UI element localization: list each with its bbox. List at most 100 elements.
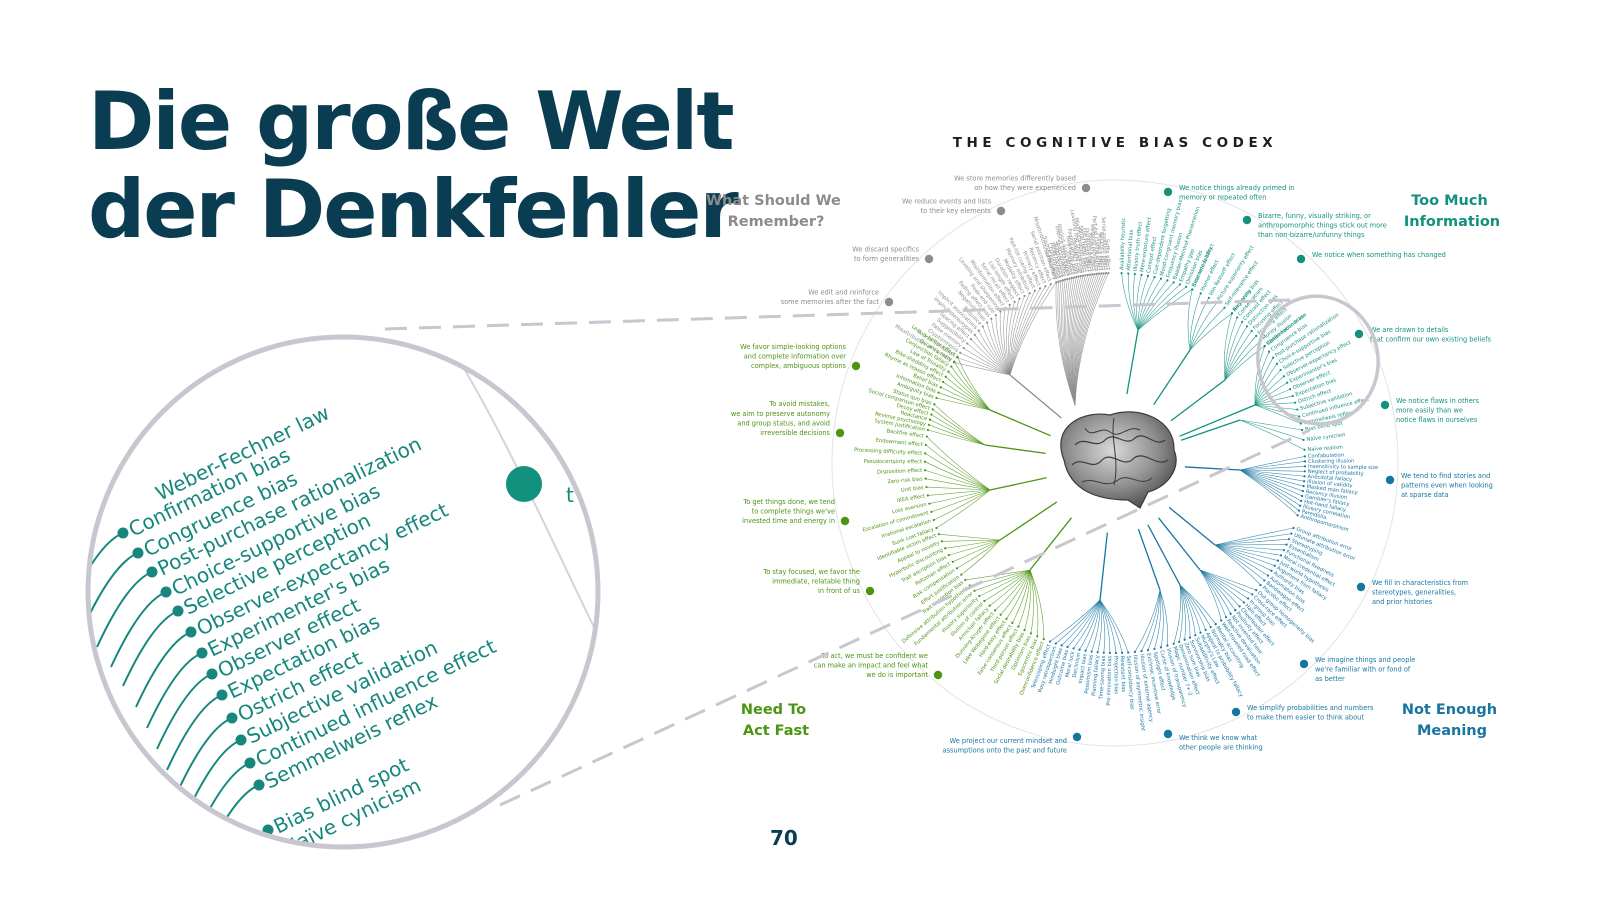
annotation-line: patterns even when looking xyxy=(1401,482,1493,490)
branch-twig xyxy=(1224,345,1265,381)
leaf-dot xyxy=(1102,272,1105,275)
leaf-dot xyxy=(1011,621,1014,624)
leaf-dot xyxy=(1300,499,1303,502)
annotation-line: We fill in characteristics from xyxy=(1372,579,1468,587)
branch-twig xyxy=(1179,584,1216,625)
branch-twig xyxy=(1137,284,1181,331)
branch-twig xyxy=(1074,272,1109,406)
branch-twig xyxy=(1009,286,1046,376)
leaf-dot xyxy=(1301,494,1304,498)
branch-twig xyxy=(986,322,1011,376)
leaf-dot xyxy=(1153,276,1156,279)
leaf-dot xyxy=(937,391,940,394)
leaf-dot xyxy=(969,338,973,341)
annotation-line: We notice things already primed in xyxy=(1179,184,1294,192)
branch-twig xyxy=(1214,533,1292,546)
leaf-dot xyxy=(1276,559,1280,562)
leaf-dot xyxy=(999,613,1002,616)
leaf-dot xyxy=(1054,642,1057,645)
leaf-dot xyxy=(1078,648,1081,651)
bias-leaf-label: Zero-risk bias xyxy=(887,476,923,485)
branch-twig xyxy=(1239,456,1305,471)
branch-twig xyxy=(1214,544,1279,561)
leaf-dot xyxy=(926,428,929,432)
leaf-dot xyxy=(1166,279,1169,282)
leaf-dot xyxy=(1038,287,1042,290)
category-dot xyxy=(1163,187,1173,197)
leaf-dot xyxy=(1178,283,1182,286)
branch-twig xyxy=(1173,584,1181,644)
leaf-dot xyxy=(964,578,967,582)
leaf-dot xyxy=(1100,272,1103,275)
leaf-dot xyxy=(1178,640,1181,643)
annotation-line: assumptions onto the past and future xyxy=(943,747,1067,755)
category-annotation: To avoid mistakes,we aim to preserve aut… xyxy=(731,400,831,437)
branch-twig xyxy=(1199,569,1253,595)
leaf-dot xyxy=(1303,465,1307,468)
branch-twig xyxy=(924,461,991,491)
quadrant-label-remember: What Should We Remember? xyxy=(706,193,846,230)
leaf-dot xyxy=(1220,619,1223,622)
leaf-dot xyxy=(1098,272,1101,275)
bias-leaf-label: Pseudocertainty effect xyxy=(864,459,922,465)
branch-twig xyxy=(951,366,991,411)
leaf-dot xyxy=(1077,275,1080,278)
branch-twig xyxy=(1187,289,1193,351)
bias-leaf-label: Processing difficulty effect xyxy=(854,447,922,456)
branch-twig xyxy=(945,539,1001,549)
bias-leaf-label: Confabulation xyxy=(1308,453,1344,460)
magnifier-twig xyxy=(212,829,269,847)
branch-twig xyxy=(1099,599,1117,654)
leaf-dot xyxy=(1127,651,1130,654)
annotation-line: We discard specifics xyxy=(852,245,919,253)
branch-twig xyxy=(927,429,986,446)
category-dot xyxy=(1299,659,1309,669)
annotation-line: to make them easier to think about xyxy=(1247,714,1364,722)
branch-twig xyxy=(954,361,991,411)
leaf-dot xyxy=(935,396,938,400)
branch-twig xyxy=(1254,404,1301,424)
leaf-dot xyxy=(1172,281,1175,284)
branch-twig xyxy=(1214,544,1265,581)
branch-trunk xyxy=(1158,517,1201,571)
branch-twig xyxy=(1127,273,1139,331)
leaf-dot xyxy=(1292,526,1295,530)
category-dot xyxy=(996,206,1006,216)
bias-leaf-label: Pro-innovation bias xyxy=(1106,656,1113,706)
leaf-dot xyxy=(1023,294,1026,298)
leaf-dot xyxy=(1255,334,1258,337)
branch-twig xyxy=(1024,569,1032,631)
bias-leaf-label: Planning fallacy xyxy=(1091,655,1101,696)
annotation-line: to complete things we've xyxy=(752,507,835,515)
branch-twig xyxy=(1009,284,1052,376)
branch-twig xyxy=(1179,584,1206,631)
annotation-line: We reduce events and lists xyxy=(902,197,992,205)
leaf-dot xyxy=(951,560,954,563)
category-dot xyxy=(865,586,875,596)
magnifier-leaf-dot xyxy=(216,689,228,701)
magnifier-twig xyxy=(88,532,124,609)
magnifier-twig xyxy=(156,673,213,750)
annotation-line: than non-bizarre/unfunny things xyxy=(1258,231,1365,239)
leaf-dot xyxy=(930,413,933,416)
category-dot xyxy=(840,516,850,526)
branch-twig xyxy=(1214,544,1269,576)
leaf-dot xyxy=(1023,628,1026,632)
leaf-dot xyxy=(1183,638,1186,641)
annotation-line: stereotypes, generalities, xyxy=(1372,589,1456,597)
branch-twig xyxy=(989,569,1031,607)
leaf-dot xyxy=(1108,651,1111,655)
category-dot xyxy=(1163,729,1173,739)
branch-twig xyxy=(1000,569,1031,615)
leaf-dot xyxy=(1133,272,1136,276)
magnifier-leaf-dot xyxy=(235,734,247,746)
branch-twig xyxy=(926,486,991,491)
annotation-line: We store memories differently based xyxy=(954,174,1076,182)
branch-twig xyxy=(948,371,991,411)
leaf-dot xyxy=(1091,273,1094,276)
leaf-dot xyxy=(1267,350,1271,353)
